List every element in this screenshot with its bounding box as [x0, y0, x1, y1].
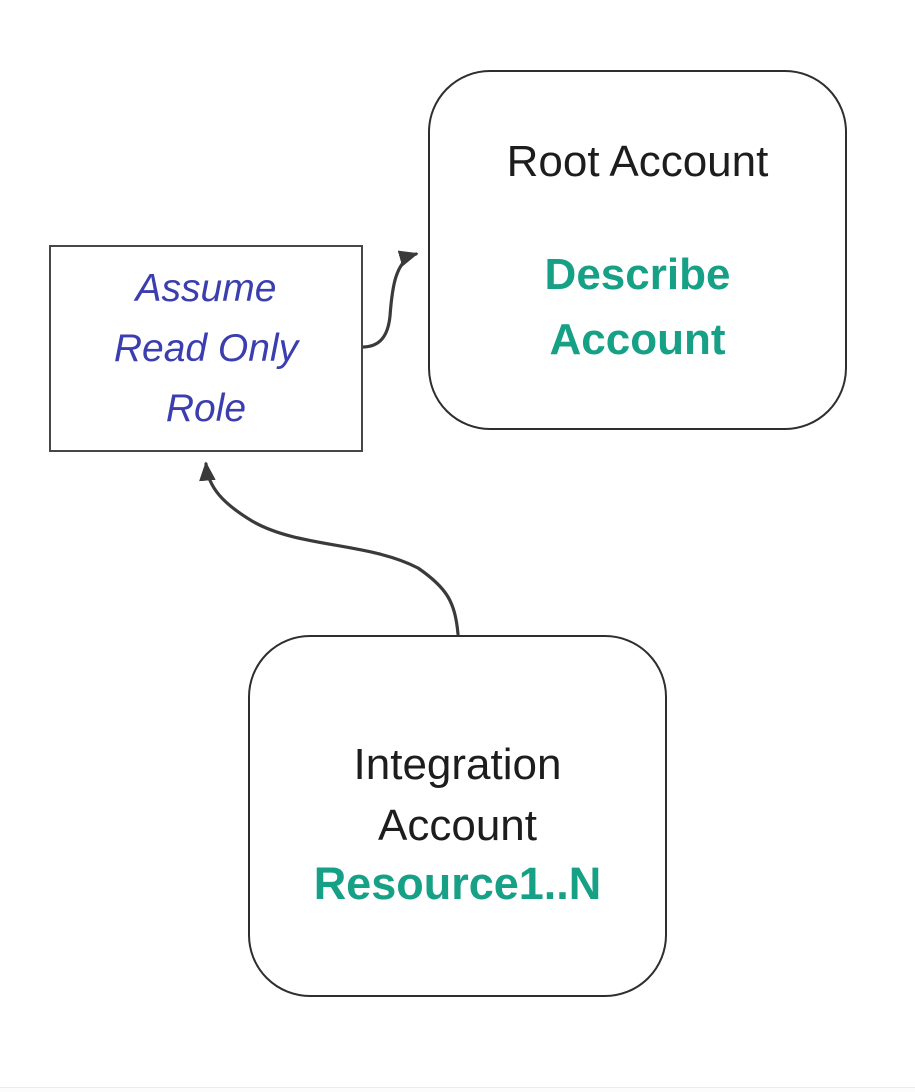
root-account-title: Root Account — [506, 137, 769, 186]
root-account-action-line1: Describe — [544, 250, 731, 300]
assume-role-label-line1: Assume — [135, 266, 277, 310]
integration-account-title: Integration Account — [354, 734, 562, 856]
node-integration-account: Integration Account Resource1..N — [248, 635, 667, 997]
bottom-edge-divider — [0, 1087, 915, 1092]
root-account-action-line2: Account — [549, 315, 726, 365]
integration-account-resource: Resource1..N — [313, 858, 602, 909]
integration-account-title-line2: Account — [378, 801, 537, 850]
edge-integration-to-assume-arrow — [199, 461, 460, 636]
integration-account-title-line1: Integration — [353, 740, 562, 789]
root-account-action: Describe Account — [545, 242, 731, 372]
node-root-account: Root Account Describe Account — [428, 70, 847, 430]
assume-role-label: Assume Read Only Role — [114, 259, 298, 439]
assume-role-label-line3: Role — [165, 386, 247, 430]
node-assume-read-only-role: Assume Read Only Role — [49, 245, 363, 452]
edge-assume-to-root-arrow — [360, 250, 419, 349]
assume-role-label-line2: Read Only — [113, 326, 299, 370]
